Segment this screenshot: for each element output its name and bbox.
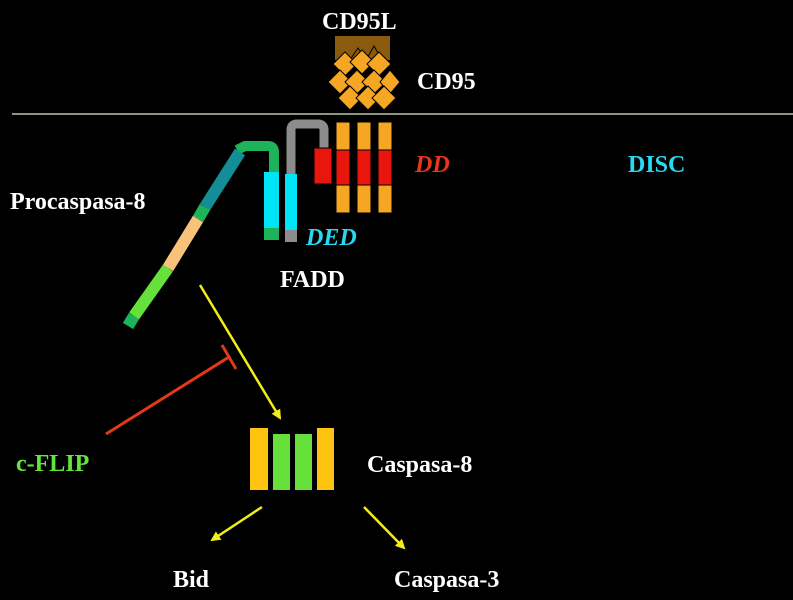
arrow-to-caspasa3 bbox=[363, 506, 406, 550]
procaspasa8-shape bbox=[122, 141, 279, 330]
caspasa8-label: Caspasa-8 bbox=[367, 452, 473, 478]
fadd-label: FADD bbox=[280, 267, 345, 293]
dd-label: DD bbox=[415, 152, 450, 178]
disc-label: DISC bbox=[628, 152, 686, 178]
cd95l-label: CD95L bbox=[322, 9, 397, 35]
ded-label: DED bbox=[306, 225, 357, 251]
caspasa3-label: Caspasa-3 bbox=[394, 567, 500, 593]
cd95-receptor-shape bbox=[327, 49, 401, 111]
procaspasa8-label: Procaspasa-8 bbox=[10, 189, 146, 215]
cflip-inhibition-line bbox=[105, 344, 238, 436]
cd95-label: CD95 bbox=[417, 69, 476, 95]
receptor-death-domain-columns bbox=[335, 121, 393, 214]
fadd-shape bbox=[285, 119, 333, 242]
activation-arrow bbox=[198, 284, 282, 420]
arrow-to-bid bbox=[210, 505, 263, 542]
cflip-label: c-FLIP bbox=[16, 451, 90, 477]
bid-label: Bid bbox=[173, 567, 210, 593]
caspasa8-shape bbox=[250, 428, 334, 490]
